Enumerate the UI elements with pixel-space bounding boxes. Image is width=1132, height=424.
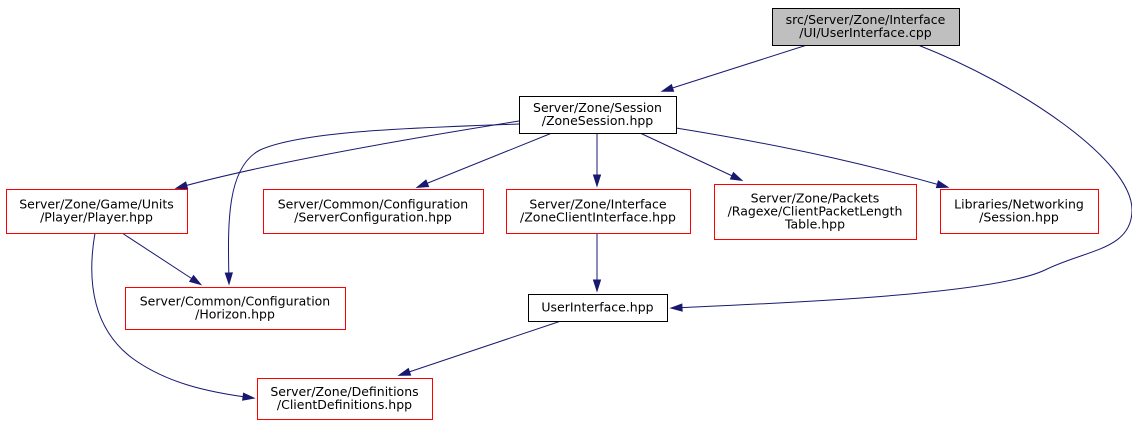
edge-zone_session-to-server_config: [415, 132, 553, 188]
edge-root-to-zone_session: [660, 44, 808, 92]
arrowhead-icon: [669, 303, 683, 312]
node-label-line: /Horizon.hpp: [195, 307, 275, 322]
node-label-line: Server/Zone/Interface: [529, 197, 667, 212]
edge-line: [91, 232, 254, 399]
edge-player-to-client_defs: [91, 232, 256, 401]
arrowhead-icon: [592, 174, 602, 188]
node-client-defs[interactable]: Server/Zone/Definitions/ClientDefinition…: [257, 378, 433, 420]
node-packet-length[interactable]: Server/Zone/Packets/Ragexe/ClientPacketL…: [714, 184, 917, 240]
edge-line: [417, 132, 553, 188]
node-box: [714, 184, 917, 240]
arrowhead-icon: [592, 279, 602, 293]
nodes-layer: src/Server/Zone/Interface/UI/UserInterfa…: [6, 8, 1099, 420]
node-label-line: /ClientDefinitions.hpp: [277, 397, 412, 412]
arrowhead-icon: [660, 83, 675, 92]
node-label-line: /Session.hpp: [979, 210, 1059, 225]
edge-line: [662, 44, 808, 92]
node-label-line: /Player/Player.hpp: [40, 210, 153, 225]
edge-user_iface-to-client_defs: [397, 320, 562, 376]
node-box: [940, 189, 1099, 234]
node-label-line: /ZoneSession.hpp: [542, 113, 654, 128]
node-label-line: Server/Common/Configuration: [278, 197, 469, 212]
node-server-config[interactable]: Server/Common/Configuration/ServerConfig…: [263, 189, 484, 234]
node-net-session[interactable]: Libraries/Networking/Session.hpp: [940, 189, 1099, 234]
node-zone-session[interactable]: Server/Zone/Session/ZoneSession.hpp: [519, 96, 677, 134]
node-box: [519, 96, 677, 134]
edge-player-to-horizon: [121, 232, 203, 286]
node-box: [125, 287, 346, 330]
node-label-line: Server/Zone/Session: [533, 100, 662, 115]
node-label-line: Server/Zone/Packets: [751, 191, 880, 206]
arrowhead-icon: [935, 180, 950, 189]
edge-line: [227, 123, 520, 284]
node-player[interactable]: Server/Zone/Game/Units/Player/Player.hpp: [6, 189, 188, 234]
node-label-line: UserInterface.hpp: [541, 300, 653, 315]
node-label-line: /ServerConfiguration.hpp: [294, 210, 452, 225]
node-user-iface[interactable]: UserInterface.hpp: [528, 294, 668, 322]
arrowhead-icon: [188, 274, 203, 286]
node-box: [263, 189, 484, 234]
edge-zone_session-to-player: [174, 120, 520, 190]
node-box: [257, 378, 433, 420]
node-label-line: Server/Zone/Game/Units: [19, 197, 174, 212]
edge-zone_client_iface-to-user_iface: [592, 233, 602, 293]
node-label-line: src/Server/Zone/Interface: [786, 12, 946, 27]
node-box: [6, 189, 188, 234]
node-label-line: Server/Zone/Definitions: [270, 384, 418, 399]
node-label-line: Server/Common/Configuration: [140, 294, 331, 309]
node-box: [528, 294, 668, 322]
arrowhead-icon: [242, 392, 256, 401]
edge-line: [121, 232, 201, 285]
edge-zone_session-to-zone_client_iface: [592, 133, 602, 188]
arrowhead-icon: [729, 171, 744, 182]
node-label-line: /UI/UserInterface.cpp: [799, 25, 931, 40]
node-root: src/Server/Zone/Interface/UI/UserInterfa…: [772, 8, 960, 46]
edge-zone_session-to-packet_length: [639, 132, 744, 182]
node-label-line: /Ragexe/ClientPacketLength: [728, 204, 903, 219]
edge-line: [671, 44, 1132, 309]
node-box: [772, 8, 960, 46]
arrowhead-icon: [224, 272, 233, 286]
edge-zone_session-to-net_session: [675, 127, 950, 189]
node-label-line: /ZoneClientInterface.hpp: [520, 210, 676, 225]
edge-line: [675, 127, 948, 188]
edge-root-to-user_iface: [669, 44, 1132, 312]
edges-layer: [91, 44, 1132, 401]
arrowhead-icon: [397, 367, 412, 376]
edge-line: [399, 320, 562, 376]
edge-line: [639, 132, 742, 181]
arrowhead-icon: [415, 179, 430, 188]
arrowhead-icon: [174, 181, 189, 190]
edge-line: [176, 120, 520, 189]
node-box: [506, 189, 691, 234]
node-zone-client-iface[interactable]: Server/Zone/Interface/ZoneClientInterfac…: [506, 189, 691, 234]
edge-zone_session-to-horizon: [224, 123, 520, 286]
node-label-line: Table.hpp: [784, 217, 845, 232]
node-horizon[interactable]: Server/Common/Configuration/Horizon.hpp: [125, 287, 346, 330]
node-label-line: Libraries/Networking: [954, 197, 1084, 212]
